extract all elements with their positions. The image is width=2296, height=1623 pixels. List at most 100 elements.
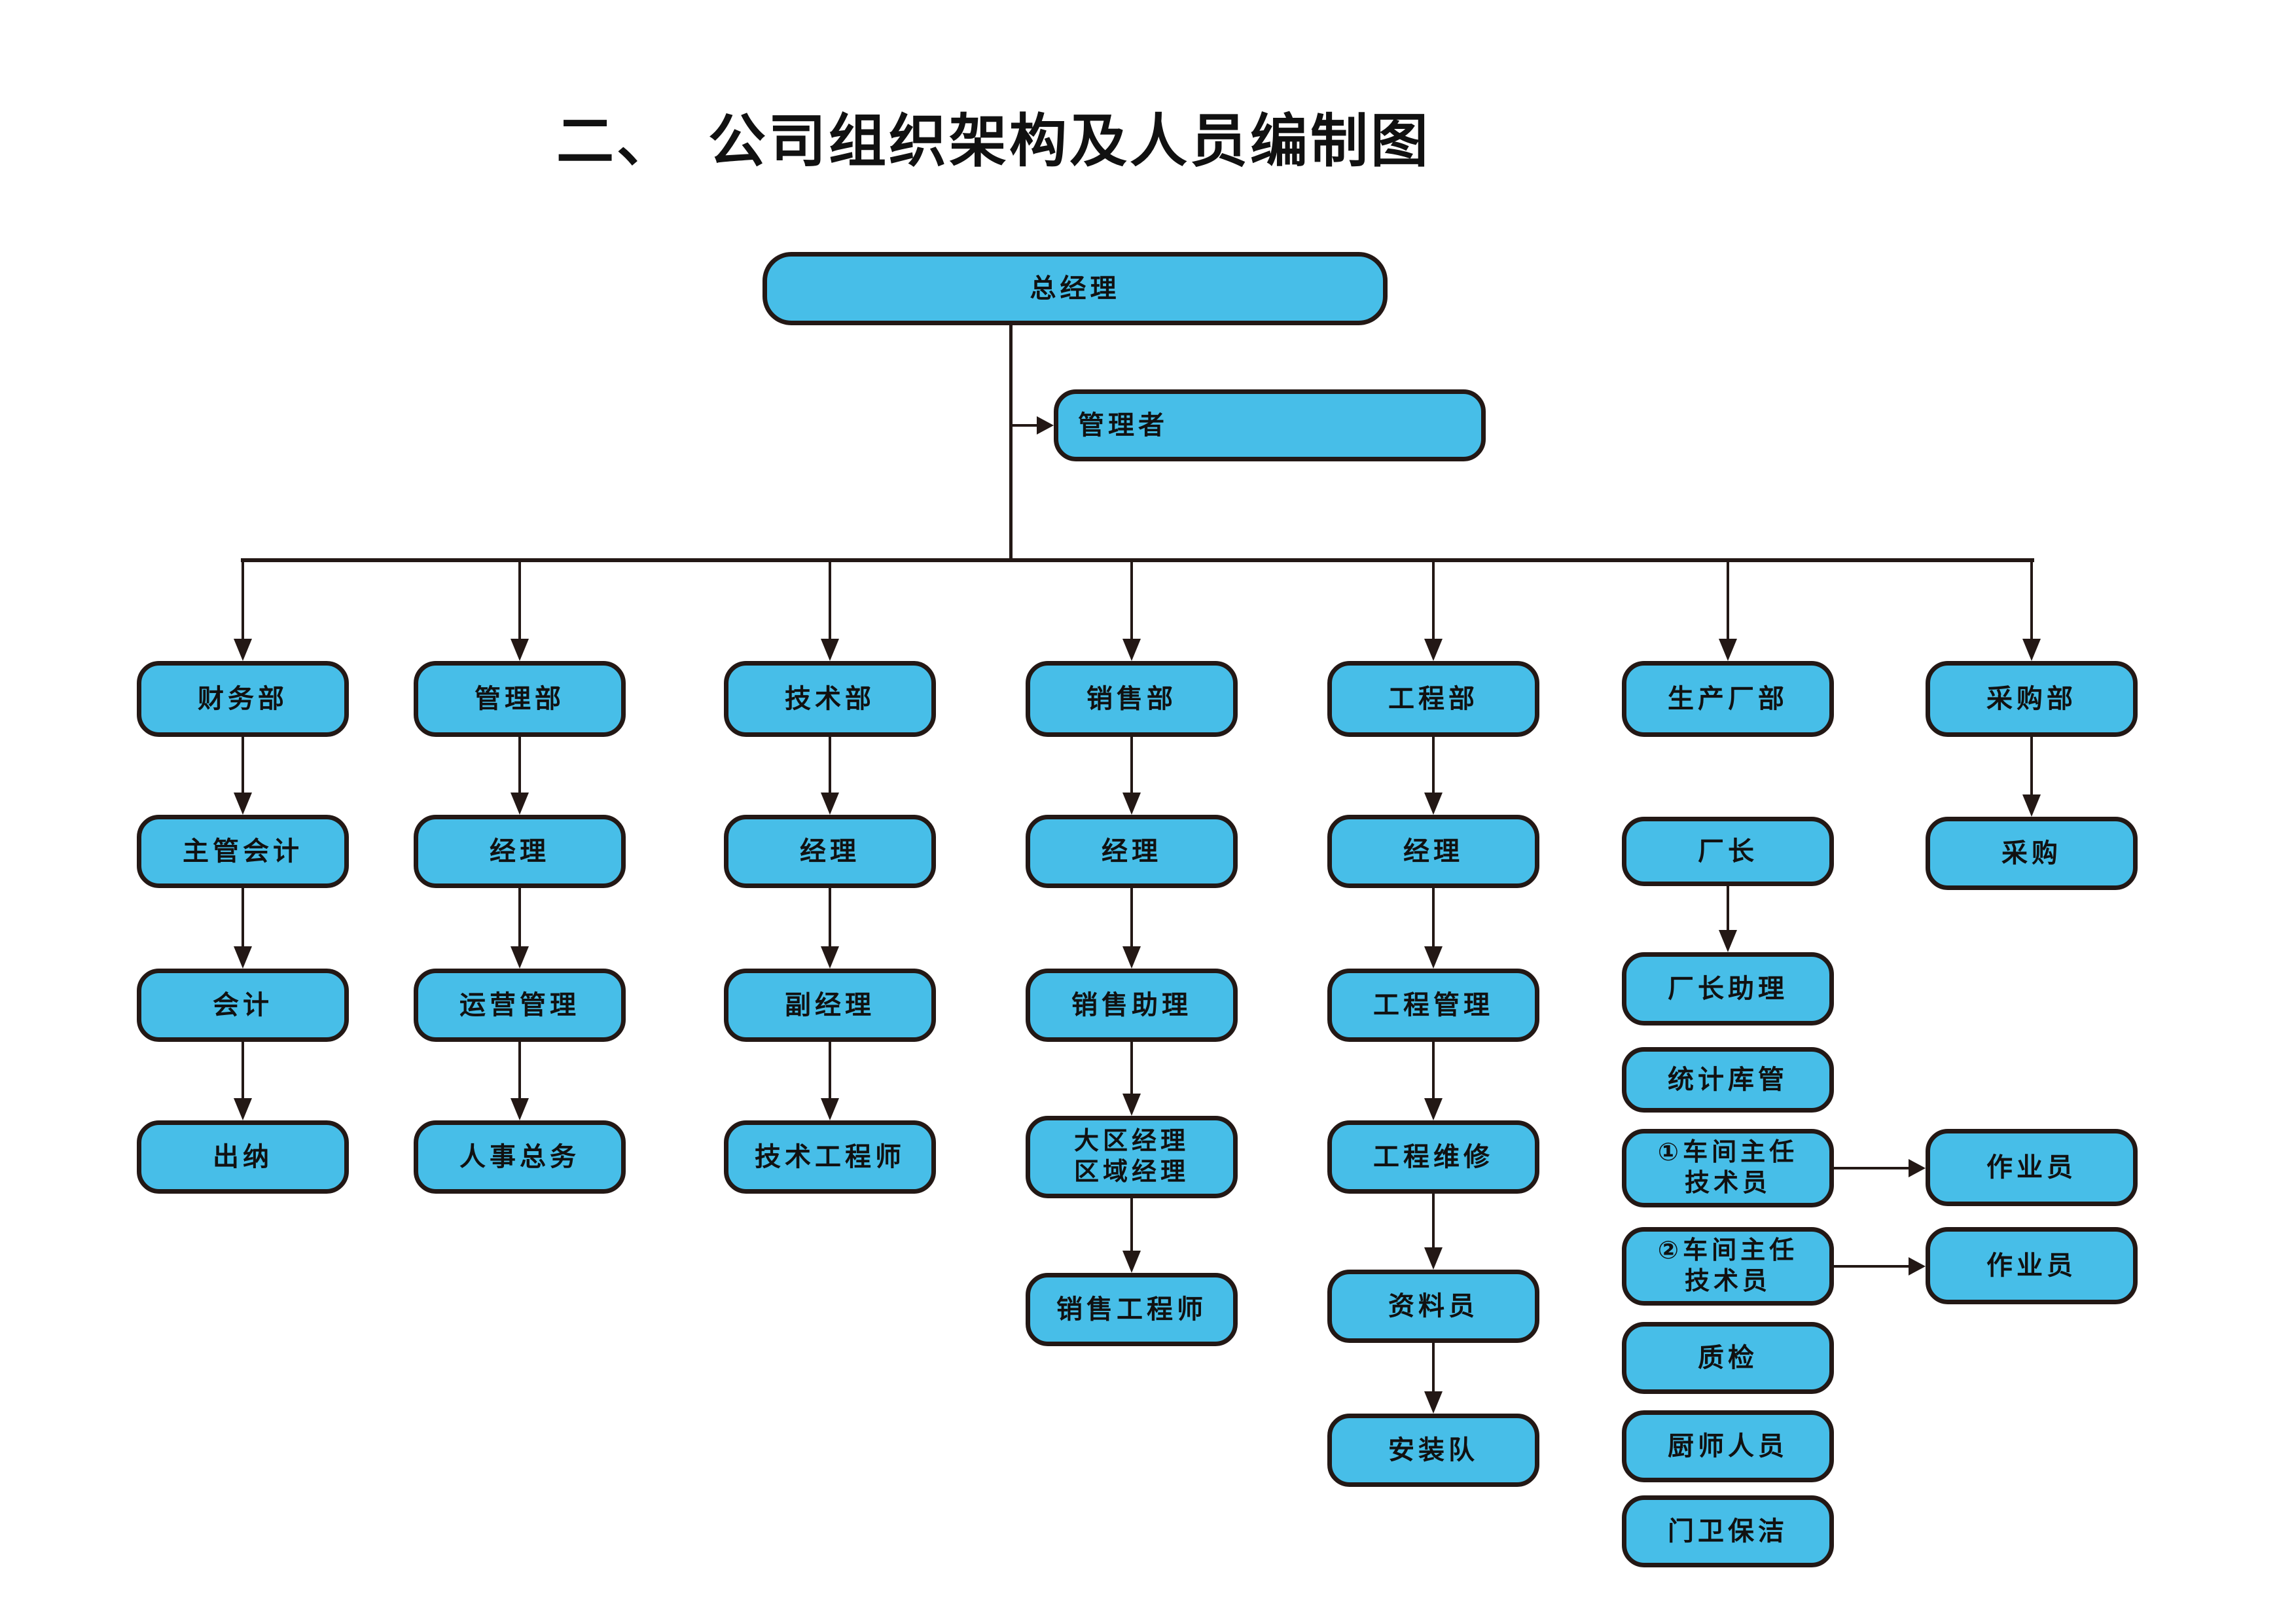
node-label: 厂长助理 — [1668, 974, 1788, 1003]
node-label: 销售部 — [1086, 685, 1177, 713]
org-node-project-maintenance: 工程维修 — [1327, 1120, 1539, 1194]
org-node-sales-assistant: 销售助理 — [1026, 969, 1238, 1042]
node-label: 经理 — [1102, 837, 1162, 866]
connector-finance-3 — [234, 1042, 252, 1120]
node-label: 质检 — [1698, 1344, 1758, 1372]
org-node-cashier: 出纳 — [137, 1120, 349, 1194]
connector-eng-3 — [1424, 1042, 1443, 1120]
node-label: 厨师人员 — [1668, 1432, 1788, 1461]
org-node-tech-engineer: 技术工程师 — [724, 1120, 936, 1194]
connector-eng-5 — [1424, 1343, 1443, 1414]
page-title: 二、 公司组织架构及人员编制图 — [556, 109, 1431, 173]
connector-drop-engineering — [1424, 560, 1443, 661]
node-label: ①车间主任 技术员 — [1657, 1138, 1799, 1198]
org-node-dept-engineering: 工程部 — [1327, 661, 1539, 737]
node-label: 运营管理 — [459, 991, 580, 1020]
org-node-dept-procurement: 采购部 — [1926, 661, 2138, 737]
org-node-accountant: 会计 — [137, 969, 349, 1042]
org-node-manager: 管理者 — [1054, 389, 1486, 461]
connector-drop-finance — [234, 560, 252, 661]
node-label: 资料员 — [1388, 1292, 1479, 1321]
org-node-gate-cleaning: 门卫保洁 — [1622, 1495, 1834, 1567]
node-label: 大区经理 区域经理 — [1073, 1127, 1189, 1186]
node-label: 销售工程师 — [1056, 1295, 1207, 1324]
org-node-admin-manager: 经理 — [414, 815, 626, 888]
org-node-sales-engineer: 销售工程师 — [1026, 1273, 1238, 1346]
org-node-chief-accountant: 主管会计 — [137, 815, 349, 888]
node-label: 工程部 — [1388, 685, 1479, 713]
node-label: 作业员 — [1986, 1153, 2077, 1182]
org-node-deputy-manager: 副经理 — [724, 969, 936, 1042]
connector-sales-2 — [1122, 888, 1141, 969]
node-label: 出纳 — [213, 1143, 273, 1171]
node-label: 总经理 — [1030, 274, 1121, 303]
org-node-dept-tech: 技术部 — [724, 661, 936, 737]
connector-admin-3 — [511, 1042, 529, 1120]
node-label: 经理 — [490, 837, 550, 866]
connector-sales-1 — [1122, 737, 1141, 815]
connector-eng-2 — [1424, 888, 1443, 969]
node-label: ②车间主任 技术员 — [1657, 1236, 1799, 1296]
org-node-regional-manager: 大区经理 区域经理 — [1026, 1116, 1238, 1198]
org-node-dept-admin: 管理部 — [414, 661, 626, 737]
org-node-factory-director: 厂长 — [1622, 817, 1834, 886]
org-node-operations-management: 运营管理 — [414, 969, 626, 1042]
org-node-procurement: 采购 — [1926, 817, 2138, 890]
node-label: 人事总务 — [459, 1143, 580, 1171]
connector-drop-sales — [1122, 560, 1141, 661]
node-label: 技术工程师 — [755, 1143, 905, 1171]
node-label: 管理部 — [475, 685, 565, 713]
org-node-operator-1: 作业员 — [1926, 1129, 2138, 1206]
node-label: 销售助理 — [1071, 991, 1192, 1020]
connector-tech-1 — [821, 737, 839, 815]
node-label: 工程维修 — [1373, 1143, 1494, 1171]
org-node-document-clerk: 资料员 — [1327, 1270, 1539, 1343]
org-node-operator-2: 作业员 — [1926, 1227, 2138, 1304]
node-label: 副经理 — [785, 991, 875, 1020]
connector-manager-arrow — [1012, 416, 1054, 435]
node-label: 主管会计 — [183, 837, 303, 866]
connector-workshop1-operator — [1834, 1159, 1926, 1177]
connector-trunk — [1009, 325, 1013, 560]
org-node-general-manager: 总经理 — [762, 252, 1388, 325]
connector-sales-4 — [1122, 1198, 1141, 1273]
org-node-quality-inspection: 质检 — [1622, 1322, 1834, 1394]
node-label: 生产厂部 — [1668, 685, 1788, 713]
node-label: 采购 — [2001, 839, 2062, 868]
node-label: 经理 — [800, 837, 860, 866]
connector-admin-2 — [511, 888, 529, 969]
connector-procurement-1 — [2022, 737, 2041, 817]
connector-sales-3 — [1122, 1042, 1141, 1116]
connector-drop-tech — [821, 560, 839, 661]
connector-drop-procurement — [2022, 560, 2041, 661]
connector-tech-3 — [821, 1042, 839, 1120]
org-node-workshop2-director: ②车间主任 技术员 — [1622, 1227, 1834, 1306]
node-label: 财务部 — [198, 685, 288, 713]
node-label: 工程管理 — [1373, 991, 1494, 1020]
node-label: 作业员 — [1986, 1251, 2077, 1280]
connector-drop-admin — [511, 560, 529, 661]
org-node-workshop1-director: ①车间主任 技术员 — [1622, 1129, 1834, 1207]
connector-tech-2 — [821, 888, 839, 969]
org-node-kitchen-staff: 厨师人员 — [1622, 1410, 1834, 1482]
connector-workshop2-operator — [1834, 1257, 1926, 1275]
node-label: 安装队 — [1388, 1436, 1479, 1465]
node-label: 管理者 — [1078, 411, 1168, 440]
node-label: 采购部 — [1986, 685, 2077, 713]
node-label: 门卫保洁 — [1668, 1517, 1788, 1546]
connector-production-1 — [1719, 885, 1737, 952]
node-label: 经理 — [1403, 837, 1463, 866]
org-node-sales-manager: 经理 — [1026, 815, 1238, 888]
node-label: 技术部 — [785, 685, 875, 713]
org-node-dept-finance: 财务部 — [137, 661, 349, 737]
connector-finance-1 — [234, 737, 252, 815]
connector-drop-production — [1719, 560, 1737, 661]
org-node-eng-manager: 经理 — [1327, 815, 1539, 888]
org-node-tech-manager: 经理 — [724, 815, 936, 888]
org-node-dept-sales: 销售部 — [1026, 661, 1238, 737]
connector-eng-4 — [1424, 1194, 1443, 1270]
connector-finance-2 — [234, 888, 252, 969]
connector-eng-1 — [1424, 737, 1443, 815]
org-node-factory-director-assistant: 厂长助理 — [1622, 952, 1834, 1026]
